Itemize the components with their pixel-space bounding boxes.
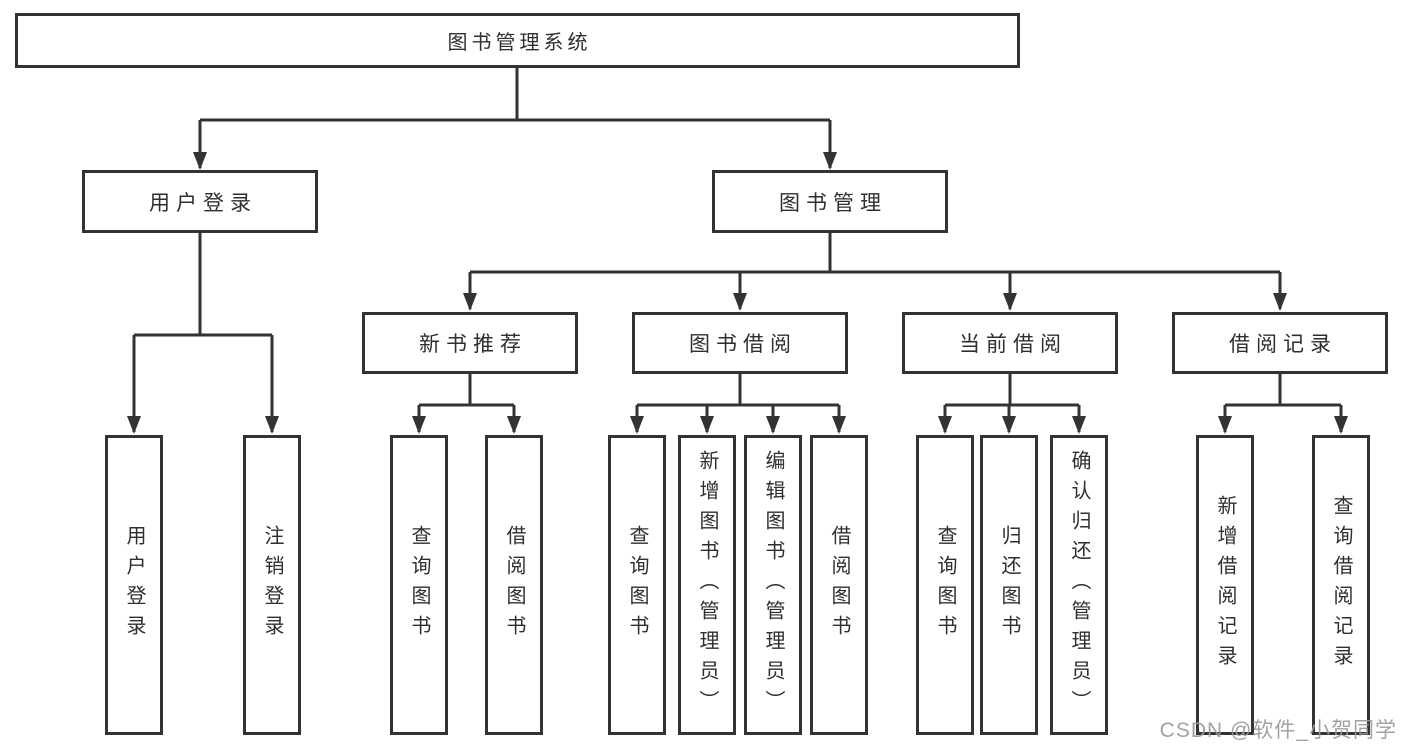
- node-new-book-recommend-label: 新书推荐: [419, 333, 527, 356]
- leaf-edit-books-admin-label: 编辑图书（管理员）: [762, 450, 784, 720]
- elbow-lines: [134, 66, 1341, 407]
- node-user-login-label: 用户登录: [149, 191, 257, 215]
- leaf-recommend-borrow-books: 借阅图书: [485, 435, 543, 735]
- leaf-current-query-books: 查询图书: [916, 435, 974, 735]
- node-book-borrowing-label: 图书借阅: [689, 333, 797, 356]
- node-book-management: 图书管理: [712, 170, 948, 233]
- csdn-watermark: CSDN @软件_小贺同学: [1159, 719, 1397, 742]
- leaf-borrowing-query-books: 查询图书: [608, 435, 666, 735]
- leaf-current-query-books-label: 查询图书: [934, 525, 956, 645]
- leaf-borrowing-query-books-label: 查询图书: [626, 525, 648, 645]
- leaf-logout-label: 注销登录: [261, 525, 283, 645]
- leaf-add-books-admin: 新增图书（管理员）: [678, 435, 736, 735]
- node-new-book-recommend: 新书推荐: [362, 312, 578, 374]
- leaf-edit-books-admin: 编辑图书（管理员）: [744, 435, 802, 735]
- node-book-management-label: 图书管理: [779, 191, 887, 215]
- node-current-borrowing: 当前借阅: [902, 312, 1118, 374]
- leaf-add-books-admin-label: 新增图书（管理员）: [696, 450, 718, 720]
- leaf-return-books-label: 归还图书: [998, 525, 1020, 645]
- leaf-query-borrow-record: 查询借阅记录: [1312, 435, 1370, 735]
- leaf-add-borrow-record-label: 新增借阅记录: [1214, 495, 1236, 675]
- leaf-recommend-borrow-books-label: 借阅图书: [503, 525, 525, 645]
- leaf-recommend-query-books-label: 查询图书: [408, 525, 430, 645]
- node-borrowing-records-label: 借阅记录: [1229, 333, 1337, 356]
- node-user-login: 用户登录: [82, 170, 318, 233]
- leaf-confirm-return-admin: 确认归还（管理员）: [1050, 435, 1108, 735]
- leaf-confirm-return-admin-label: 确认归还（管理员）: [1068, 450, 1090, 720]
- node-book-borrowing: 图书借阅: [632, 312, 848, 374]
- leaf-user-login: 用户登录: [105, 435, 163, 735]
- leaf-query-borrow-record-label: 查询借阅记录: [1330, 495, 1352, 675]
- leaf-recommend-query-books: 查询图书: [390, 435, 448, 735]
- node-borrowing-records: 借阅记录: [1172, 312, 1388, 374]
- leaf-borrow-books-label: 借阅图书: [828, 525, 850, 645]
- leaf-logout: 注销登录: [243, 435, 301, 735]
- leaf-user-login-label: 用户登录: [123, 525, 145, 645]
- arrow-lines: [127, 120, 1348, 434]
- leaf-add-borrow-record: 新增借阅记录: [1196, 435, 1254, 735]
- leaf-return-books: 归还图书: [980, 435, 1038, 735]
- node-library-management-system: 图书管理系统: [15, 13, 1020, 68]
- node-current-borrowing-label: 当前借阅: [959, 333, 1067, 356]
- leaf-borrow-books: 借阅图书: [810, 435, 868, 735]
- node-library-management-system-label: 图书管理系统: [447, 32, 592, 54]
